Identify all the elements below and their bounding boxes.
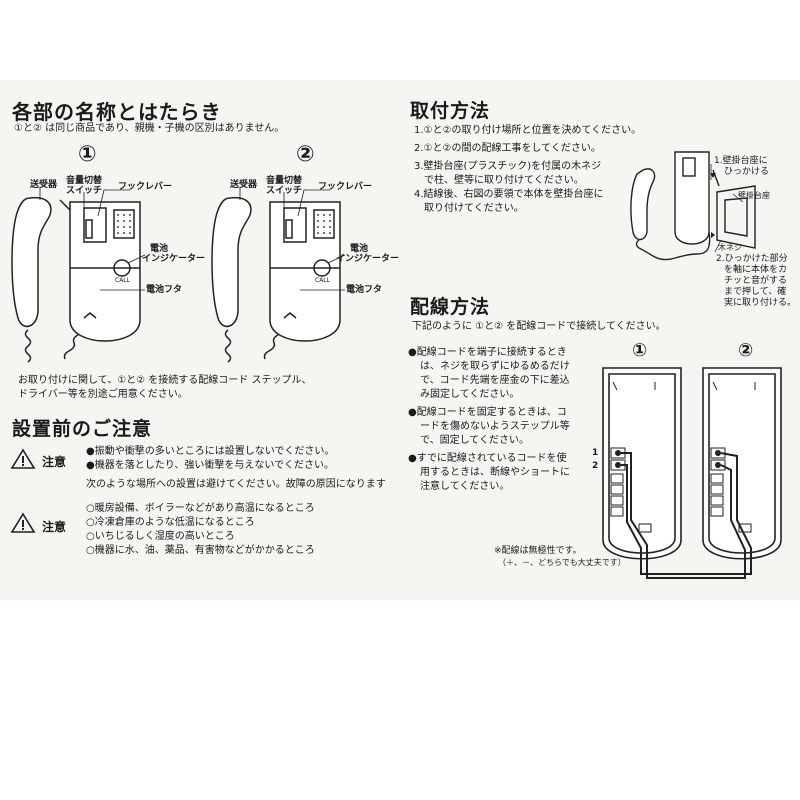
caution-label: 注意 — [42, 455, 67, 469]
caution1-item: ●機器を落としたり、強い衝撃を与えないでください。 — [86, 460, 335, 471]
polarity-note-line1: ※配線は無極性です。 — [494, 546, 582, 556]
label-battery-2: インジケーター — [142, 254, 206, 264]
label-battery-1: 電池 — [150, 244, 169, 254]
wiring-intro: 下記のように ①と② を配線コードで接続してください。 — [412, 321, 666, 332]
caution2-item: ○暖房設備、ボイラーなどがあり高温になるところ — [86, 503, 315, 514]
caution-label: 注意 — [42, 520, 67, 534]
wiring-unit2-number: ② — [738, 340, 754, 361]
wiring-note: で、コード先端を座金の下に差込 — [420, 375, 570, 386]
wiring-unit1-number: ① — [632, 340, 648, 361]
label-call: CALL — [115, 277, 130, 284]
label-battery-cover: 電池フタ — [346, 285, 383, 295]
label-call: CALL — [315, 277, 330, 284]
label-volume-switch-1: 音量切替 — [66, 176, 103, 186]
unit2-number: ② — [296, 142, 315, 167]
mount-step: 取り付けてください。 — [424, 203, 524, 214]
caution-title: 設置前のご注意 — [12, 418, 153, 440]
wiring-diagram — [602, 367, 782, 579]
unit1-number: ① — [78, 142, 97, 167]
polarity-note-line2: （＋、－、どちらでも大丈夫です） — [498, 558, 626, 567]
label-volume-switch-1: 音量切替 — [266, 176, 303, 186]
label-hook-lever: フックレバー — [118, 182, 173, 192]
mount-step: 1.①と②の取り付け場所と位置を決めてください。 — [414, 125, 642, 136]
wiring-note: ●すでに配線されているコードを使 — [408, 453, 567, 464]
wiring-title: 配線方法 — [410, 296, 491, 318]
install-note-line1: お取り付けに関して、①と② を接続する配線コード ステップル、 — [18, 375, 312, 386]
label-hook-lever: フックレバー — [318, 182, 373, 192]
label-battery-1: 電池 — [350, 244, 369, 254]
caution1-item: ●振動や衝撃の多いところには設置しないでください。 — [86, 446, 335, 457]
wiring-note: ●配線コードを端子に接続するとき — [408, 347, 567, 358]
mount-step2-text: を軸に本体をカ — [724, 265, 788, 275]
label-volume-switch-2: スイッチ — [66, 186, 103, 196]
wiring-note: 注意してください。 — [420, 481, 510, 492]
intercom-unit1-illustration — [11, 188, 146, 363]
wiring-note: み固定してください。 — [420, 389, 520, 400]
caution2-item: ○いちじるしく湿度の高いところ — [86, 531, 235, 542]
mount-step: 3.壁掛台座(プラスチック)を付属の木ネジ — [414, 161, 602, 172]
parts-title: 各部の名称とはたらき — [12, 100, 222, 124]
mount-step2-text: 2.ひっかけた部分 — [716, 254, 788, 264]
warning-triangle-icon — [10, 448, 36, 469]
label-receiver: 送受器 — [230, 180, 258, 190]
mount-step: 4.結線後、右図の要領で本体を壁掛台座に — [414, 189, 604, 200]
mount-step1-text: ひっかける — [724, 167, 770, 177]
terminal-1-label: 1 — [592, 448, 599, 458]
install-note-line2: ドライバー等を別途ご用意ください。 — [18, 389, 188, 400]
warning-triangle-icon — [10, 512, 36, 533]
mount-step: で柱、壁等に取り付けてください。 — [424, 175, 584, 186]
terminal-2-label: 2 — [592, 461, 599, 471]
caution2-item: ○冷凍倉庫のような低温になるところ — [86, 517, 255, 528]
mount-step2-text: チッと音がする — [724, 276, 788, 286]
parts-note: ①と② は同じ商品であり、親機・子機の区別はありません。 — [14, 123, 285, 134]
label-volume-switch-2: スイッチ — [266, 186, 303, 196]
mount-step1-text: 1.壁掛台座に — [714, 156, 768, 166]
wiring-note: ードを傷めないようステップル等 — [420, 421, 570, 432]
label-receiver: 送受器 — [30, 180, 58, 190]
wiring-note: 用するときは、断線やショートに — [420, 467, 570, 478]
wiring-note: は、ネジを取らずにゆるめるだけ — [420, 361, 570, 372]
mount-step: 2.①と②の間の配線工事をしてください。 — [414, 143, 601, 154]
mount-step2-text: まで押して、確 — [724, 287, 787, 297]
wiring-note: で、固定してください。 — [420, 435, 529, 446]
caution2-item: ○機器に水、油、薬品、有害物などがかかるところ — [86, 545, 315, 556]
mount-step2-text: 実に取り付ける。 — [724, 298, 797, 308]
label-battery-2: インジケーター — [336, 254, 400, 264]
label-wood-screw: 木ネジ — [718, 243, 742, 252]
label-wall-base: 壁掛台座 — [738, 191, 770, 200]
wall-mount-diagram — [630, 151, 756, 261]
label-battery-cover: 電池フタ — [146, 285, 183, 295]
mount-title: 取付方法 — [410, 100, 491, 122]
places-intro: 次のような場所への設置は避けてください。故障の原因になります — [86, 479, 386, 490]
wiring-note: ●配線コードを固定するときは、コ — [408, 407, 567, 418]
intercom-unit2-illustration — [211, 188, 346, 363]
